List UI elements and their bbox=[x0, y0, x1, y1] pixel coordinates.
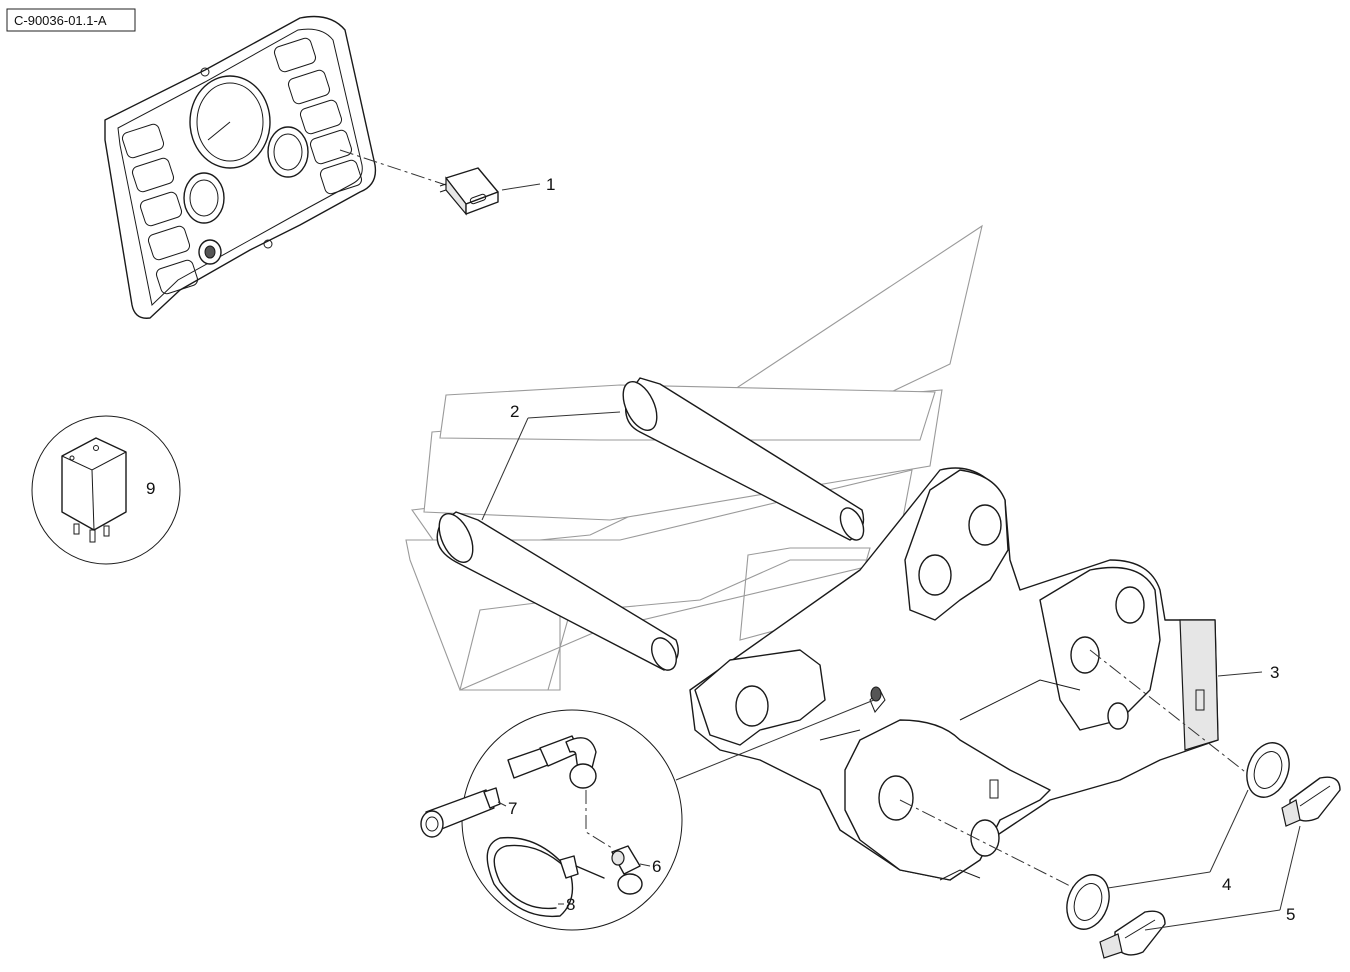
svg-text:6: 6 bbox=[652, 857, 661, 876]
hose-fitting-part bbox=[507, 735, 613, 849]
svg-text:1: 1 bbox=[546, 175, 555, 194]
svg-text:7: 7 bbox=[508, 799, 517, 818]
washer-part-lower bbox=[1066, 874, 1110, 930]
elbow-fitting-part bbox=[611, 845, 643, 895]
relay-part: 9 bbox=[31, 415, 181, 565]
svg-text:5: 5 bbox=[1286, 905, 1295, 924]
axis-line-upper bbox=[1089, 649, 1259, 783]
retainer-clip-lower bbox=[1099, 910, 1166, 959]
svg-text:2: 2 bbox=[510, 402, 519, 421]
svg-text:3: 3 bbox=[1270, 663, 1279, 682]
rocker-switch-part bbox=[339, 149, 499, 216]
washer-part-upper bbox=[1246, 742, 1290, 798]
svg-text:4: 4 bbox=[1222, 875, 1231, 894]
upper-pin-part bbox=[622, 377, 865, 541]
dashboard-panel bbox=[104, 15, 377, 319]
callout-6: 6 bbox=[639, 857, 661, 876]
lower-pin-part bbox=[436, 511, 679, 671]
callout-9: 9 bbox=[146, 479, 155, 498]
quick-coupler-part bbox=[689, 467, 1219, 881]
fuse-holder-part bbox=[420, 787, 501, 838]
cable-tie-part bbox=[486, 836, 605, 918]
callout-4: 4 bbox=[1107, 789, 1249, 894]
retainer-clip-upper bbox=[1281, 776, 1341, 827]
drawing-code: C-90036-01.1-A bbox=[14, 13, 107, 28]
callout-1: 1 bbox=[501, 175, 555, 194]
axis-line-lower bbox=[899, 799, 1079, 891]
callout-8: 8 bbox=[558, 895, 575, 914]
drawing-code-box: C-90036-01.1-A bbox=[6, 8, 136, 32]
callout-2: 2 bbox=[481, 402, 621, 521]
callout-3: 3 bbox=[1217, 663, 1279, 682]
callout-5: 5 bbox=[1144, 825, 1301, 931]
callout-7: 7 bbox=[497, 799, 517, 818]
svg-text:8: 8 bbox=[566, 895, 575, 914]
